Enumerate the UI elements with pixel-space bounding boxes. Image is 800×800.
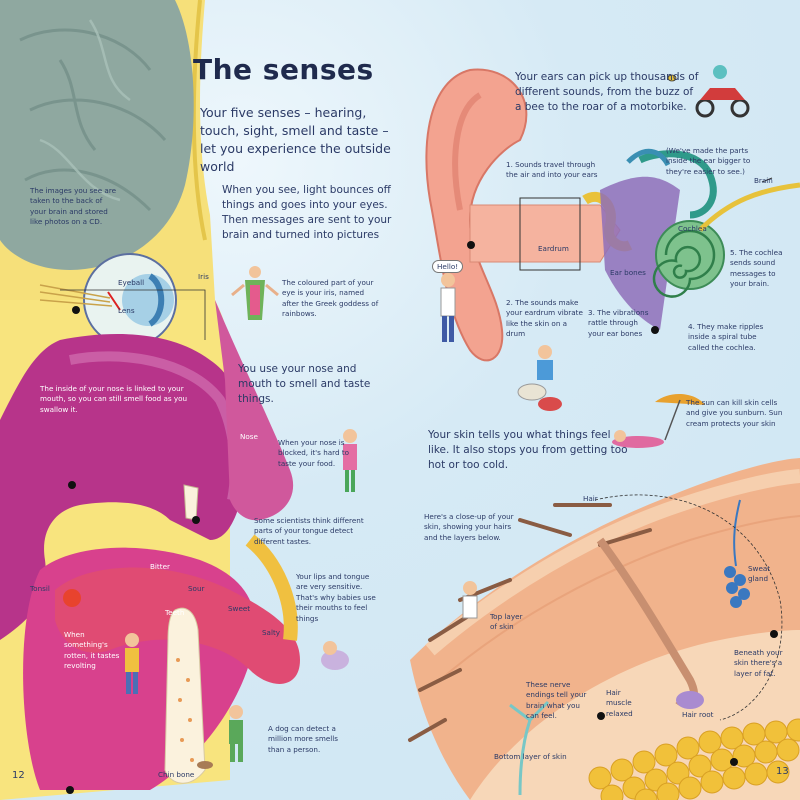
rotten-note: When something's rotten, it tastes revol… (64, 630, 120, 671)
hearing-step3: 3. The vibrations rattle through your ea… (588, 308, 649, 338)
cochlea-label: Cochlea (678, 224, 707, 233)
earbones-label: Ear bones (610, 268, 646, 277)
bee-icon (667, 74, 677, 82)
page-title: The senses (193, 53, 374, 86)
fat-layer (588, 718, 800, 800)
smell-text: You use your nose and mouth to smell and… (238, 363, 371, 405)
hair-root-label: Hair root (682, 710, 714, 719)
intro-text: Your five senses – hearing, touch, sight… (200, 105, 391, 175)
eyeball-label: Eyeball (118, 278, 145, 287)
chin-label: Chin bone (158, 770, 195, 779)
sun-note: The sun can kill skin cells and give you… (686, 398, 783, 428)
closeup-note: Here's a close-up of your skin, showing … (424, 512, 514, 542)
hearing-intro: Your ears can pick up thousands of diffe… (515, 71, 699, 113)
ear-canal (469, 204, 621, 263)
tongue-note: Some scientists think different parts of… (254, 516, 364, 546)
lens-label: Lens (118, 306, 135, 315)
blocked-nose-child-figure (343, 429, 357, 492)
closeup-child-figure (462, 581, 478, 619)
dog-note: A dog can detect a million more smells t… (268, 724, 339, 754)
iris-goddess-figure (231, 266, 279, 320)
touch-text: Your skin tells you what things feel lik… (428, 429, 628, 471)
sight-text: When you see, light bounces off things a… (222, 184, 392, 241)
brain-note: The images you see are taken to the back… (30, 186, 117, 227)
motorbike-icon (695, 65, 750, 118)
bitter-label: Bitter (150, 562, 170, 571)
teeth-label: Teeth (165, 608, 185, 617)
page-number-left: 12 (12, 770, 25, 781)
rotten-smell-child-figure (125, 633, 139, 694)
brain-icon (0, 0, 194, 270)
hair-label: Hair (583, 494, 598, 503)
dog-walker-figure (197, 705, 243, 769)
bigger-note: (We've made the parts inside the ear big… (666, 146, 751, 176)
sour-label: Sour (188, 584, 205, 593)
hearing-step2: 2. The sounds make your eardrum vibrate … (506, 298, 583, 339)
small-tooth-icon (183, 484, 199, 521)
salty-label: Salty (262, 628, 281, 637)
skull-outline (191, 0, 207, 241)
hair-muscle-label: Hair muscle relaxed (606, 688, 633, 718)
nerve-note: These nerve endings tell your brain what… (526, 680, 587, 721)
bottom-layer-label: Bottom layer of skin (494, 752, 567, 761)
nose-note: The inside of your nose is linked to you… (40, 384, 188, 414)
tooth-icon (164, 607, 206, 784)
top-layer-label: Top layer of skin (490, 612, 523, 632)
nasal-cavity (0, 334, 247, 640)
baby-figure (321, 641, 349, 670)
scientist-figure (440, 273, 456, 342)
page-number-right: 13 (776, 766, 789, 777)
fat-note: Beneath your skin there's a layer of fat… (734, 648, 783, 678)
brain-label: Brain (754, 176, 773, 185)
nose-shape (215, 300, 294, 521)
lips-note: Your lips and tongue are very sensitive.… (296, 572, 376, 623)
hearing-step5: 5. The cochlea sends sound messages to y… (730, 248, 783, 289)
eardrum-label: Eardrum (538, 244, 569, 253)
sweet-label: Sweet (228, 604, 251, 613)
blocked-note: When your nose is blocked, it's hard to … (278, 438, 350, 468)
drummer-figure (517, 345, 562, 411)
hair-root-icon (676, 691, 704, 709)
hearing-step4: 4. They make ripples inside a spiral tub… (688, 322, 764, 352)
hair-strands (408, 503, 652, 742)
nerve-icon (509, 700, 550, 796)
sweat-gland-icon (724, 566, 750, 608)
iris-note: The coloured part of your eye is your ir… (282, 278, 379, 319)
sweat-gland-label: Sweat gland (748, 564, 771, 584)
hello-speech-bubble: Hello! (432, 260, 464, 273)
nerve-to-brain (698, 182, 800, 232)
iris-label: Iris (198, 272, 209, 281)
hearing-step1: 1. Sounds travel through the air and int… (506, 160, 598, 180)
sunbather-figure (612, 394, 705, 448)
nose-label: Nose (240, 432, 258, 441)
tonsil-label: Tonsil (30, 584, 50, 593)
